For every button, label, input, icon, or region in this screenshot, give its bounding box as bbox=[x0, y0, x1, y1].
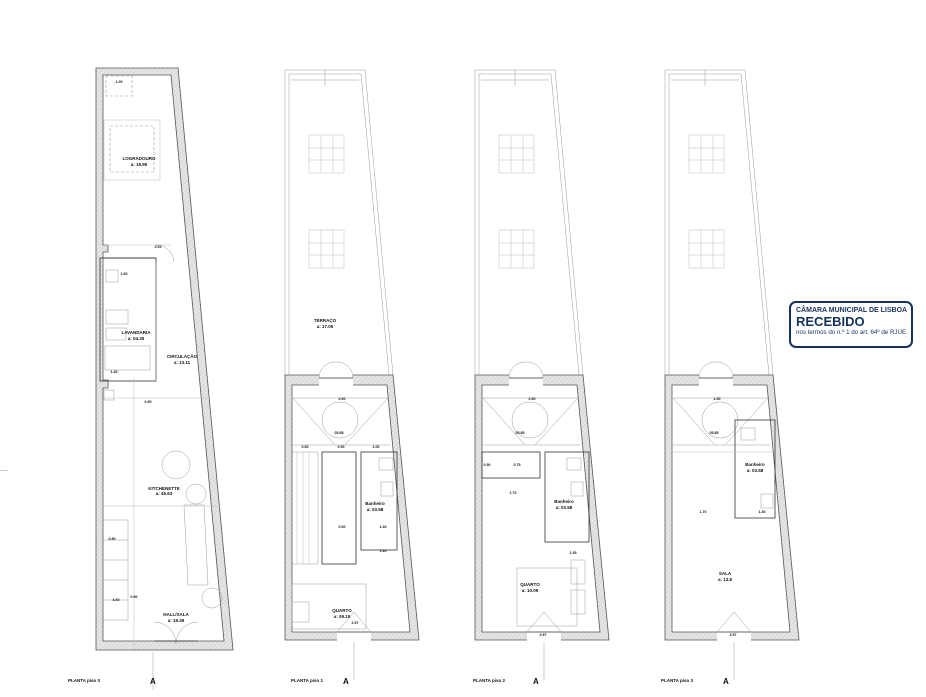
section-mark: A bbox=[150, 677, 156, 686]
dimension-label: 1.35 bbox=[380, 549, 387, 553]
dimension-label: 1.60 bbox=[121, 272, 128, 276]
plan-title: PLANTA piso 0 bbox=[68, 678, 100, 683]
room-area: a: 45.63 bbox=[156, 491, 173, 496]
margin-mark bbox=[0, 470, 8, 471]
dimension-label: 1.70 bbox=[510, 491, 517, 495]
building-shell bbox=[284, 69, 420, 680]
building-shell bbox=[664, 69, 800, 680]
dimension-label: 3.97 bbox=[540, 633, 547, 637]
plan-ground-floor: LOGRADOURO a: 19.90 LAVANDARIA a: 04.35 … bbox=[68, 67, 234, 690]
dimension-label: 05.85 bbox=[516, 431, 525, 435]
dimension-label: 0.80 bbox=[109, 537, 116, 541]
dimension-label: 1.30 bbox=[380, 525, 387, 529]
dimension-label: 05.85 bbox=[335, 431, 344, 435]
room-label: Banheiro bbox=[745, 462, 765, 467]
room-label: Banheiro bbox=[365, 501, 385, 506]
reception-stamp: CÂMARA MUNICIPAL DE LISBOA RECEBIDO nos … bbox=[789, 301, 913, 348]
room-label: QUARTO bbox=[332, 608, 352, 613]
dimension-label: 0.60 bbox=[339, 525, 346, 529]
section-mark: A bbox=[533, 677, 539, 686]
stamp-status: RECEBIDO bbox=[796, 314, 865, 329]
dimension-label: 1.35 bbox=[570, 551, 577, 555]
room-area: a: 13.11 bbox=[174, 360, 191, 365]
room-label: QUARTO bbox=[520, 582, 540, 587]
building-shell bbox=[474, 69, 610, 680]
dimension-label: 0.90 bbox=[338, 445, 345, 449]
room-label: KITCHENETTE bbox=[148, 486, 180, 491]
dimension-label: 0.75 bbox=[514, 463, 521, 467]
room-area: a: 17.05 bbox=[317, 324, 334, 329]
room-label: TERRAÇO bbox=[314, 318, 337, 323]
dimension-label: 05.85 bbox=[710, 431, 719, 435]
dimension-label: 1.00 bbox=[116, 80, 123, 84]
room-label: SALA bbox=[719, 571, 732, 576]
dimension-label: 4.60 bbox=[113, 598, 120, 602]
dimension-label: 0.90 bbox=[145, 400, 152, 404]
plan-first-floor: TERRAÇO a: 17.05 Banheiro a: 03.58 QUART… bbox=[284, 69, 420, 686]
dimension-label: 2.02 bbox=[155, 245, 162, 249]
room-label: HALL/SALA bbox=[163, 612, 189, 617]
dimension-label: 2.60 bbox=[529, 397, 536, 401]
room-area: a: 03.58 bbox=[747, 468, 764, 473]
room-area: a: 09.15 bbox=[334, 614, 351, 619]
dimension-label: 0.90 bbox=[484, 463, 491, 467]
room-area: a: 04.35 bbox=[128, 336, 145, 341]
dimension-label: 1.30 bbox=[759, 510, 766, 514]
plan-title: PLANTA piso 2 bbox=[473, 678, 505, 683]
section-mark: A bbox=[723, 677, 729, 686]
room-area: a: 03.58 bbox=[556, 505, 573, 510]
dimension-label: 3.97 bbox=[730, 633, 737, 637]
plan-title: PLANTA piso 1 bbox=[291, 678, 323, 683]
dimension-label: 1.40 bbox=[111, 370, 118, 374]
room-label: CIRCULAÇÃO bbox=[167, 353, 198, 359]
room-label: LOGRADOURO bbox=[123, 156, 156, 161]
room-area: a: 19.49 bbox=[168, 618, 185, 623]
plan-third-floor: Banheiro a: 03.58 SALA a: 13.8 1.50 05.8… bbox=[661, 69, 800, 686]
plan-title: PLANTA piso 3 bbox=[661, 678, 693, 683]
stamp-note: nos termos do n.º 1 do art. 64º de RJUE. bbox=[796, 329, 908, 336]
room-area: a: 19.90 bbox=[131, 162, 148, 167]
dimension-label: 0.60 bbox=[302, 445, 309, 449]
room-area: a: 03.58 bbox=[367, 507, 384, 512]
dimension-label: 0.90 bbox=[131, 595, 138, 599]
dimension-label: 2.60 bbox=[339, 397, 346, 401]
stamp-authority: CÂMARA MUNICIPAL DE LISBOA bbox=[796, 307, 908, 314]
room-label: LAVANDARIA bbox=[121, 330, 151, 335]
dimension-label: 1.70 bbox=[700, 510, 707, 514]
room-label: Banheiro bbox=[554, 499, 574, 504]
dimension-label: 2.97 bbox=[352, 621, 359, 625]
plan-second-floor: QUARTO a: 10.09 Banheiro a: 03.58 2.60 0… bbox=[473, 69, 610, 686]
dimension-label: 1.50 bbox=[714, 397, 721, 401]
section-mark: A bbox=[343, 677, 349, 686]
dimension-label: 1.00 bbox=[373, 445, 380, 449]
room-area: a: 13.8 bbox=[718, 577, 733, 582]
room-area: a: 10.09 bbox=[522, 588, 539, 593]
